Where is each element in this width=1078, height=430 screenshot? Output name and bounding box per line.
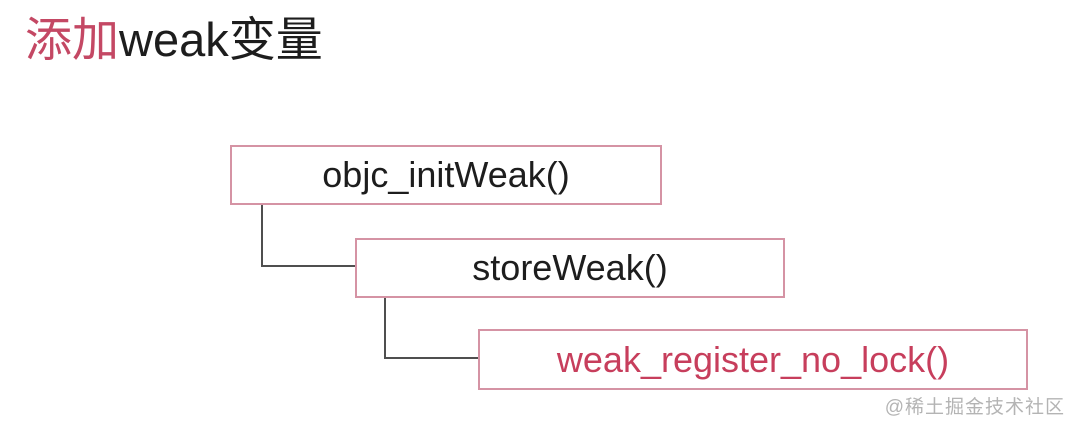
connector-objc-init-weak-to-store-weak [261, 205, 355, 267]
diagram-node-objc-init-weak: objc_initWeak() [230, 145, 662, 205]
page-title-highlight: 添加 [25, 13, 119, 66]
diagram-node-store-weak: storeWeak() [355, 238, 785, 298]
node-label: weak_register_no_lock() [556, 338, 950, 380]
connector-store-weak-to-weak-register-no-lock [384, 298, 478, 359]
diagram-node-weak-register-no-lock: weak_register_no_lock() [478, 329, 1028, 390]
page-title-rest: weak变量 [119, 13, 323, 66]
node-label: storeWeak() [472, 247, 668, 288]
watermark: @稀土掘金技术社区 [884, 397, 1065, 418]
node-label: objc_initWeak() [322, 154, 570, 195]
page-title: 添加weak变量 [25, 12, 323, 68]
